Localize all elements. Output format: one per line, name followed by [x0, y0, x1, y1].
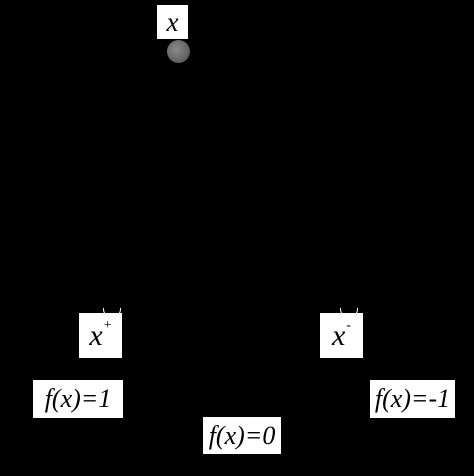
f-zero-label: f(x)=0 — [203, 417, 281, 454]
positive-sample-text: x — [89, 318, 103, 352]
f-negative-text: f(x)=-1 — [374, 384, 451, 413]
f-negative-label: f(x)=-1 — [370, 380, 455, 418]
negative-sample-label: x- — [320, 313, 363, 358]
negative-sample-text: x — [332, 318, 346, 352]
f-positive-text: f(x)=1 — [44, 384, 112, 413]
input-x-label: x — [157, 5, 188, 39]
positive-sample-label: x+ — [79, 313, 122, 358]
negative-sample-sup: - — [346, 317, 351, 333]
input-point — [167, 40, 190, 63]
input-x-text: x — [166, 6, 179, 37]
f-zero-text: f(x)=0 — [208, 420, 276, 450]
f-positive-label: f(x)=1 — [33, 380, 123, 418]
positive-sample-sup: + — [103, 317, 112, 333]
